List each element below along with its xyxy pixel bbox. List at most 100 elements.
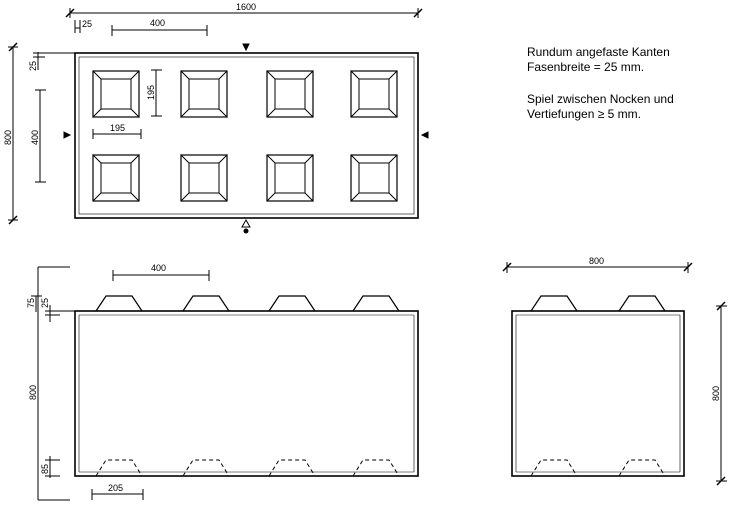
recess-outer (92, 70, 140, 118)
side-recess (530, 459, 578, 477)
recess-edge (304, 70, 314, 80)
dim-800-left-label: 800 (3, 130, 13, 145)
side-nub-group (530, 295, 666, 312)
recess-outer (180, 154, 228, 202)
recess-edge (350, 192, 360, 202)
recess-edge (130, 70, 140, 80)
recess (266, 70, 314, 118)
top-view-chamfer (78, 56, 415, 215)
recess-edge (218, 108, 228, 118)
front-dim-75-label: 75 (26, 298, 36, 308)
recess-edge (218, 70, 228, 80)
top-view-outline (74, 52, 419, 219)
front-nub (352, 295, 400, 312)
recess-edge (180, 154, 190, 164)
dim-25-top-label: 25 (82, 19, 92, 29)
front-dim-85-label: 85 (40, 464, 50, 474)
recess-edge (92, 108, 102, 118)
recess-edge (92, 192, 102, 202)
dim-25-left-label: 25 (28, 61, 38, 71)
recess-edge (218, 192, 228, 202)
side-dim-800-width-label: 800 (589, 256, 604, 266)
recess-edge (350, 154, 360, 164)
recess-edge (350, 70, 360, 80)
front-nub (268, 295, 316, 312)
dim-1600-label: 1600 (236, 2, 256, 12)
recess-edge (388, 154, 398, 164)
recess-edge (304, 154, 314, 164)
recess-edge (180, 70, 190, 80)
front-dim-400-label: 400 (151, 263, 166, 273)
dim-400-top-label: 400 (150, 18, 165, 28)
side-recess-group (530, 459, 666, 477)
recess-outer (180, 70, 228, 118)
recess-edge (180, 108, 190, 118)
recess-edge (266, 70, 276, 80)
front-recess (352, 459, 400, 477)
recess-inner (100, 78, 132, 110)
arrow-bottom-icon (241, 218, 251, 228)
side-recess (618, 459, 666, 477)
recess-outer (350, 70, 398, 118)
recess-inner (358, 162, 390, 194)
dim-195-horizontal-label: 195 (110, 123, 125, 133)
front-dim-205-label: 205 (108, 483, 123, 493)
recess-edge (304, 192, 314, 202)
recess (350, 154, 398, 202)
recess-outer (266, 154, 314, 202)
recess-inner (188, 78, 220, 110)
recess-edge (130, 154, 140, 164)
recess-group (92, 70, 398, 202)
recess-inner (188, 162, 220, 194)
top-view: 1600 25 400 800 25 400 195 (3, 2, 429, 234)
bottom-marker-icon (243, 228, 249, 234)
note-line-2: Fasenbreite = 25 mm. (527, 60, 645, 74)
recess-edge (266, 154, 276, 164)
dim-400-left-label: 400 (30, 130, 40, 145)
recess (350, 70, 398, 118)
recess (92, 70, 140, 118)
recess-outer (92, 154, 140, 202)
recess-outer (266, 70, 314, 118)
recess (180, 154, 228, 202)
note-line-3: Spiel zwischen Nocken und (527, 92, 674, 106)
dim-195-vertical-label: 195 (146, 85, 156, 100)
recess-edge (304, 108, 314, 118)
front-recess-group (95, 459, 400, 477)
note-line-4: Vertiefungen ≥ 5 mm. (527, 107, 641, 121)
recess-edge (388, 70, 398, 80)
recess-outer (350, 154, 398, 202)
recess (180, 70, 228, 118)
recess-edge (92, 154, 102, 164)
side-view: 800 800 (502, 256, 727, 486)
note-line-1: Rundum angefaste Kanten (527, 45, 670, 59)
recess-edge (218, 154, 228, 164)
side-nub (618, 295, 666, 312)
recess-inner (274, 162, 306, 194)
recess-edge (180, 192, 190, 202)
recess-edge (130, 192, 140, 202)
recess-edge (266, 192, 276, 202)
front-recess (268, 459, 316, 477)
front-recess (182, 459, 230, 477)
arrow-left-icon (63, 131, 72, 139)
recess-edge (266, 108, 276, 118)
front-recess (95, 459, 143, 477)
recess-edge (388, 192, 398, 202)
side-dim-800-height-label: 800 (711, 386, 721, 401)
front-nub-group (95, 295, 400, 312)
recess-inner (274, 78, 306, 110)
front-dim-800-label: 800 (28, 385, 38, 400)
recess-edge (350, 108, 360, 118)
recess-edge (388, 108, 398, 118)
side-view-outline (511, 310, 685, 477)
front-dim-25-label: 25 (40, 298, 50, 308)
recess-inner (358, 78, 390, 110)
front-view-outline (74, 310, 419, 477)
front-nub (95, 295, 143, 312)
arrow-right-icon (420, 131, 429, 139)
side-nub (530, 295, 578, 312)
front-view: 400 75 25 800 85 205 (26, 263, 419, 501)
front-nub (182, 295, 230, 312)
